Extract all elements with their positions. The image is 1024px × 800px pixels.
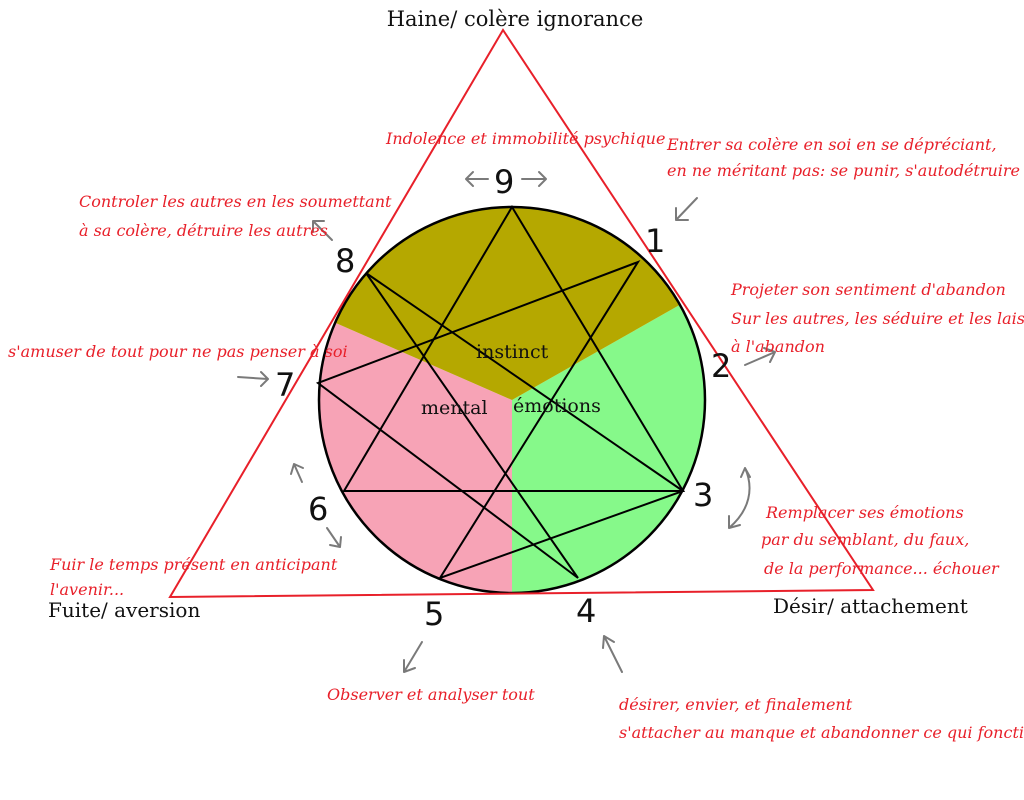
enneagram-lines	[315, 205, 686, 580]
arrow-icon-1	[675, 197, 698, 221]
triangle-label-right: Désir/ attachement	[773, 594, 968, 618]
circle-sectors	[319, 207, 705, 593]
annotation-1: Entrer sa colère en soi en se dépréciant…	[666, 135, 1020, 180]
sector-mental	[319, 220, 512, 593]
arrow-icon-6-up	[290, 463, 304, 483]
number-2: 2	[711, 347, 731, 385]
center-label-instinct: instinct	[476, 341, 549, 363]
arrow-icon-6-down	[326, 527, 342, 548]
arrow-icon-4	[602, 635, 623, 673]
arrow-icon-7	[237, 371, 269, 387]
hexad-figure	[315, 260, 686, 580]
annotation-2: Projeter son sentiment d'abandon Sur les…	[730, 280, 1024, 356]
number-6: 6	[308, 490, 328, 528]
center-label-emotions: émotions	[513, 395, 601, 417]
number-1: 1	[645, 222, 665, 260]
annotation-5: Observer et analyser tout	[327, 685, 535, 704]
arrow-icon-8	[312, 220, 333, 241]
inner-triangle	[342, 205, 685, 492]
annotation-7: s'amuser de tout pour ne pas penser à so…	[8, 342, 348, 361]
annotation-4: désirer, envier, et finalement s'attache…	[619, 695, 1024, 742]
arrow-icon-9-left	[465, 171, 489, 187]
arrow-icon-5	[403, 641, 423, 673]
arrow-icon-3	[728, 467, 751, 529]
arrows	[237, 171, 776, 673]
number-9: 9	[494, 163, 514, 201]
arrow-icon-9-right	[521, 171, 547, 187]
number-5: 5	[424, 595, 444, 633]
number-7: 7	[275, 366, 295, 404]
annotation-6: Fuir le temps présent en anticipant l'av…	[49, 555, 342, 599]
annotations: Indolence et immobilité psychique Entrer…	[8, 129, 1024, 742]
number-8: 8	[335, 242, 355, 280]
arrow-icon-2	[744, 347, 776, 366]
outer-triangle	[168, 28, 875, 599]
number-3: 3	[693, 476, 713, 514]
center-label-mental: mental	[421, 397, 488, 419]
annotation-9: Indolence et immobilité psychique	[385, 129, 665, 148]
number-4: 4	[576, 592, 596, 630]
annotation-3: Remplacer ses émotions par du semblant, …	[761, 503, 1000, 578]
triangle-label-left: Fuite/ aversion	[48, 598, 200, 622]
triangle-label-top: Haine/ colère ignorance	[387, 7, 644, 31]
annotation-8: Controler les autres en les soumettant à…	[79, 192, 397, 240]
